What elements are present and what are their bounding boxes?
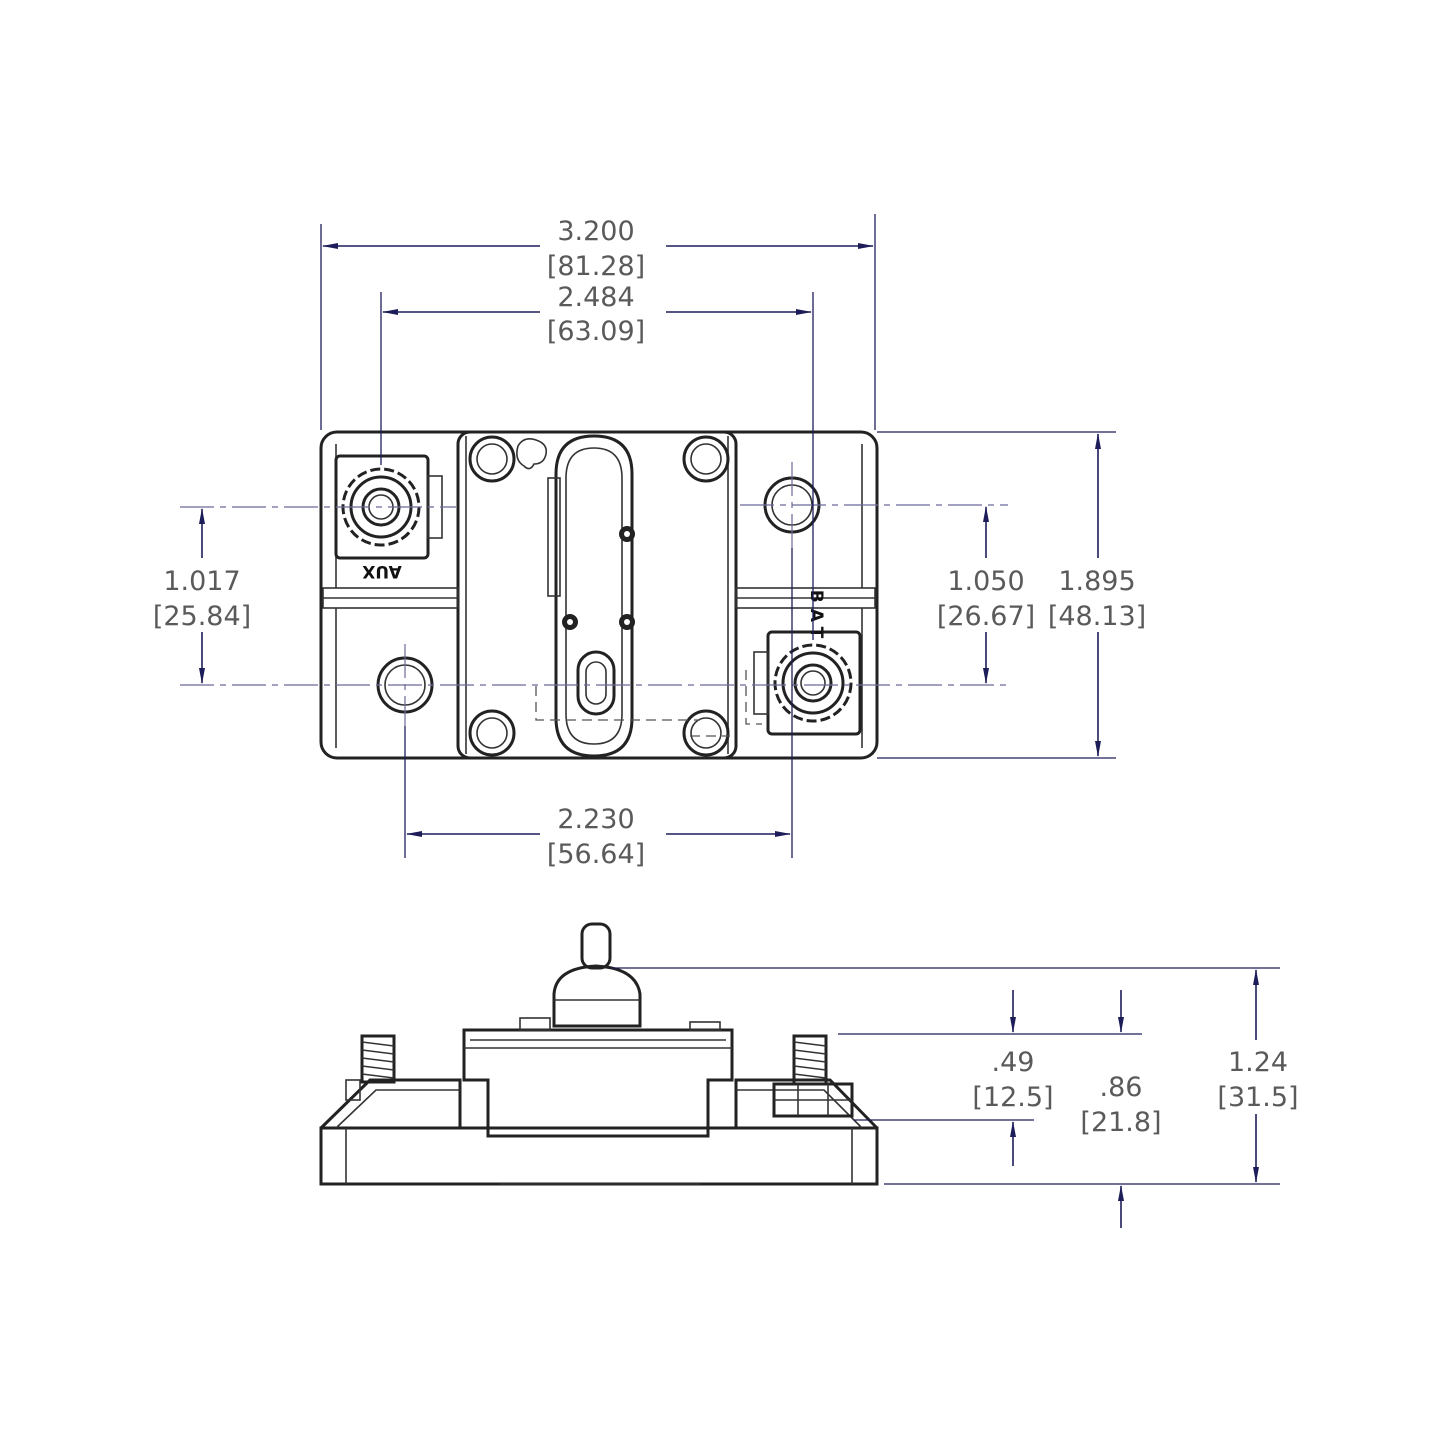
dim-overall-height-side-mm: [31.5]: [1217, 1082, 1298, 1113]
dim-base-to-nut-in: .49: [992, 1047, 1035, 1078]
bat-terminal-label: BAT: [806, 590, 826, 644]
mount-hole-top-left: [468, 435, 516, 483]
dim-overall-height-side-in: 1.24: [1228, 1047, 1288, 1078]
dim-overall-width-mm: [81.28]: [547, 251, 645, 282]
dim-right-hole-to-stud-in: 1.050: [947, 566, 1024, 597]
mount-hole-bottom-left: [468, 709, 516, 757]
reset-lever-slot: [554, 434, 634, 758]
side-left-flange: [319, 1078, 462, 1130]
dim-right-hole-to-stud-mm: [26.67]: [937, 601, 1035, 632]
dim-stud-height-mm: [21.8]: [1080, 1107, 1161, 1138]
dim-base-to-nut-mm: [12.5]: [972, 1082, 1053, 1113]
side-actuator-button: [580, 922, 612, 970]
side-left-stud: [345, 1034, 396, 1101]
top-view: AUX BAT: [153, 214, 1146, 870]
side-right-stud: [792, 1034, 828, 1086]
mount-hole-top-right: [682, 435, 730, 483]
dim-stud-height-in: .86: [1100, 1072, 1143, 1103]
dim-left-stud-to-hole-in: 1.017: [163, 566, 240, 597]
lever-nub: [576, 650, 616, 716]
dim-overall-height-in: 1.895: [1058, 566, 1135, 597]
dim-overall-height-mm: [48.13]: [1048, 601, 1146, 632]
side-housing: [462, 1028, 734, 1138]
dim-left-stud-to-hole-mm: [25.84]: [153, 601, 251, 632]
bat-terminal-nut: [773, 643, 853, 723]
side-view: .49 [12.5] .86 [21.8] 1.24 [31.5]: [319, 922, 1299, 1228]
dim-overall-width-in: 3.200: [557, 216, 634, 247]
dim-mount-hole-spacing-mm: [56.64]: [547, 839, 645, 870]
aux-terminal-label: AUX: [362, 561, 402, 581]
side-actuator-base: [552, 964, 642, 1028]
dim-terminal-spacing-mm: [63.09]: [547, 316, 645, 347]
dim-terminal-spacing-in: 2.484: [557, 282, 634, 313]
mount-hole-bottom-right: [682, 709, 730, 757]
dim-mount-hole-spacing-in: 2.230: [557, 804, 634, 835]
